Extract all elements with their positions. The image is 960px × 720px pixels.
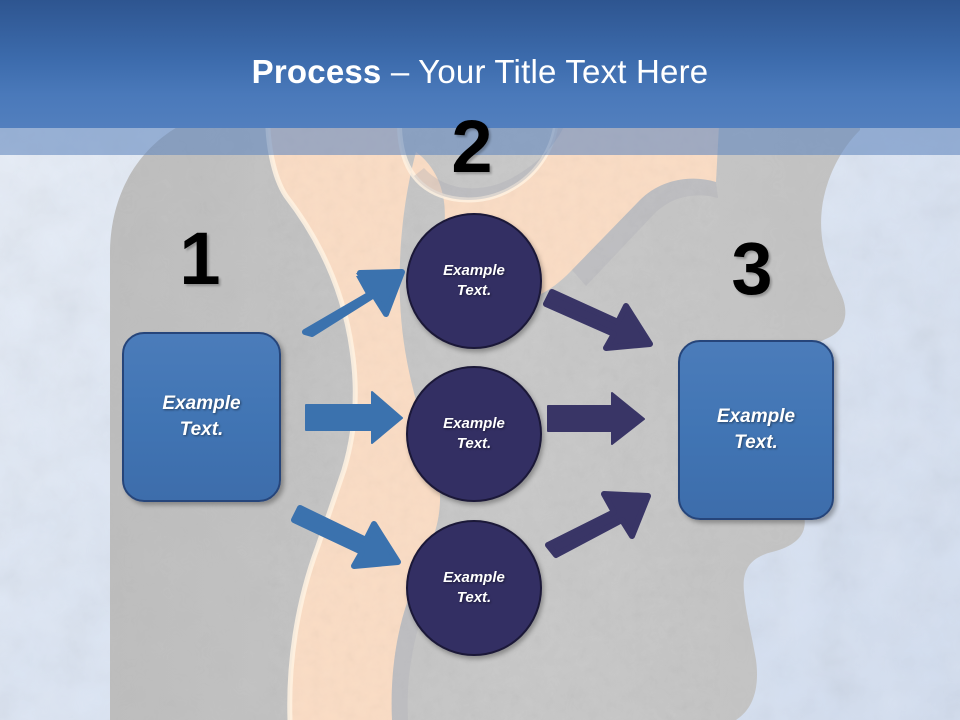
page-title-emphasis: Process [251, 53, 382, 90]
title-under-band [0, 128, 960, 155]
step-number-2: 2 [451, 105, 493, 188]
node-circle-top-label: Example Text. [443, 262, 505, 299]
node-left-box[interactable]: Example Text. [122, 332, 281, 502]
step-number-1: 1 [179, 217, 221, 300]
node-circle-middle-label: Example Text. [443, 415, 505, 452]
node-left-box-label: Example Text. [162, 393, 241, 440]
node-right-box-label: Example Text. [716, 406, 796, 453]
node-circle-bottom[interactable]: Example Text. [406, 520, 542, 656]
title-bar [0, 0, 960, 128]
step-number-3: 3 [731, 227, 773, 310]
page-title-rest: – Your Title Text Here [381, 53, 709, 90]
node-right-box[interactable]: Example Text. [678, 340, 834, 520]
node-circle-middle[interactable]: Example Text. [406, 366, 542, 502]
node-circle-bottom-label: Example Text. [443, 569, 505, 606]
node-circle-top[interactable]: Example Text. [406, 213, 542, 349]
page-title: Process – Your Title Text Here [0, 52, 960, 92]
